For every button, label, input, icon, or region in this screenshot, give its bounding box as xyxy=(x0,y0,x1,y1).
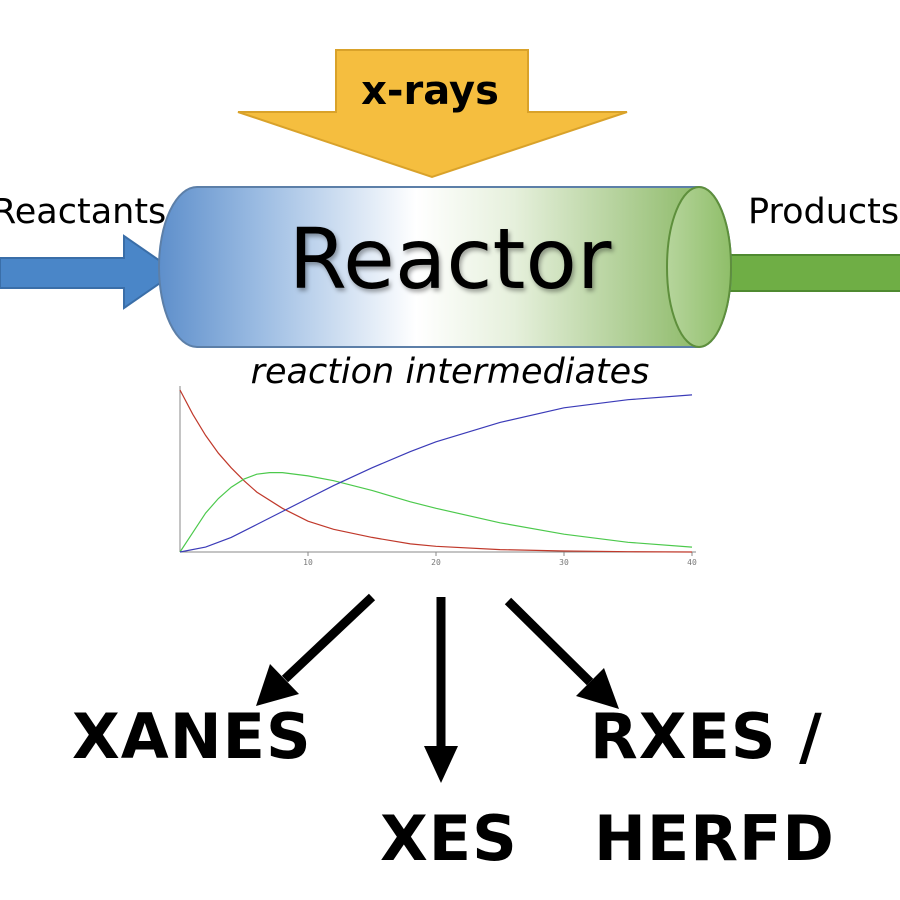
chart-x-tick-label: 40 xyxy=(687,558,697,567)
intermediates-label: reaction intermediates xyxy=(250,352,650,392)
chart-x-tick-label: 20 xyxy=(431,558,441,567)
chart-series-line-1 xyxy=(179,389,693,553)
concentration-chart: 10 20 30 40 xyxy=(179,386,697,567)
xrays-label: x-rays xyxy=(361,68,499,114)
reactor-cylinder xyxy=(158,186,732,348)
reactor-end-cap xyxy=(666,186,732,348)
chart-series-line-3 xyxy=(179,394,693,553)
xrays-arrow xyxy=(237,49,628,179)
chart-x-tick-label: 10 xyxy=(303,558,313,567)
arrow-to-xes xyxy=(424,597,458,783)
chart-series-line-2 xyxy=(179,472,693,553)
reactor-label: Reactor xyxy=(288,210,612,308)
reactants-label: Reactants xyxy=(0,192,167,232)
products-label: Products xyxy=(748,192,900,232)
technique-xanes: XANES xyxy=(72,700,312,773)
technique-rxes: RXES / xyxy=(590,700,823,773)
arrow-to-xanes xyxy=(256,593,376,706)
chart-x-tick-label: 30 xyxy=(559,558,569,567)
reactants-arrow xyxy=(0,234,178,310)
arrow-to-rxes xyxy=(504,597,619,709)
technique-herfd: HERFD xyxy=(594,802,835,875)
technique-xes: XES xyxy=(380,802,518,875)
